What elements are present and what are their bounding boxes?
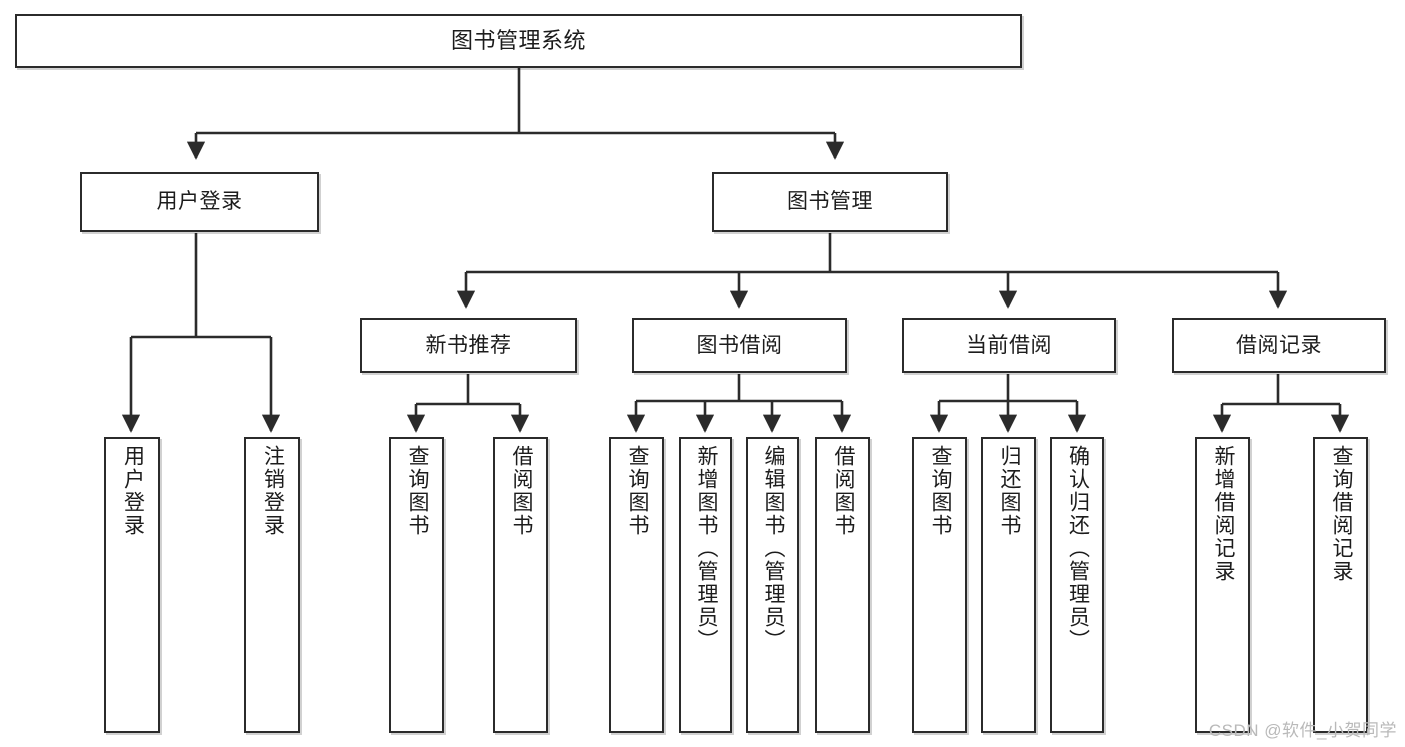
leaf-borrow-record-add[interactable]: 新增借阅记录 <box>1195 437 1250 733</box>
leaf-borrow-record-query[interactable]: 查询借阅记录 <box>1313 437 1368 733</box>
leaf-current-borrow-query[interactable]: 查询图书 <box>912 437 967 733</box>
leaf-book-borrow-query-label: 查询图书 <box>625 445 649 537</box>
leaf-book-borrow-add[interactable]: 新增图书（管理员） <box>679 437 732 733</box>
leaf-book-borrow-edit-label: 编辑图书（管理员） <box>761 445 785 652</box>
leaf-user-login-logout[interactable]: 注销登录 <box>244 437 300 733</box>
node-book-borrow[interactable]: 图书借阅 <box>632 318 847 373</box>
watermark-text: CSDN @软件_小贺同学 <box>1208 721 1397 740</box>
leaf-borrow-record-query-label: 查询借阅记录 <box>1329 445 1353 583</box>
leaf-user-login-logout-label: 注销登录 <box>261 445 285 537</box>
node-current-borrow-label: 当前借阅 <box>966 333 1052 357</box>
node-book-management-label: 图书管理 <box>787 190 873 214</box>
leaf-book-borrow-edit[interactable]: 编辑图书（管理员） <box>746 437 799 733</box>
node-new-book-recommend[interactable]: 新书推荐 <box>360 318 577 373</box>
node-root-label: 图书管理系统 <box>450 27 586 53</box>
node-user-login[interactable]: 用户登录 <box>80 172 319 232</box>
leaf-borrow-record-add-label: 新增借阅记录 <box>1211 445 1235 583</box>
leaf-book-borrow-borrow[interactable]: 借阅图书 <box>815 437 870 733</box>
leaf-user-login-login-label: 用户登录 <box>121 445 145 537</box>
node-book-borrow-label: 图书借阅 <box>696 333 783 357</box>
leaf-book-borrow-query[interactable]: 查询图书 <box>609 437 664 733</box>
node-root-system[interactable]: 图书管理系统 <box>15 14 1022 68</box>
node-book-management[interactable]: 图书管理 <box>712 172 948 232</box>
leaf-new-book-query-label: 查询图书 <box>405 445 429 537</box>
leaf-current-borrow-confirm[interactable]: 确认归还（管理员） <box>1050 437 1104 733</box>
leaf-new-book-query[interactable]: 查询图书 <box>389 437 444 733</box>
node-borrow-record-label: 借阅记录 <box>1236 333 1322 357</box>
leaf-book-borrow-add-label: 新增图书（管理员） <box>694 445 718 652</box>
node-borrow-record[interactable]: 借阅记录 <box>1172 318 1386 373</box>
node-current-borrow[interactable]: 当前借阅 <box>902 318 1116 373</box>
leaf-current-borrow-confirm-label: 确认归还（管理员） <box>1066 445 1090 652</box>
leaf-user-login-login[interactable]: 用户登录 <box>104 437 160 733</box>
leaf-current-borrow-return[interactable]: 归还图书 <box>981 437 1036 733</box>
leaf-current-borrow-return-label: 归还图书 <box>997 445 1021 537</box>
leaf-current-borrow-query-label: 查询图书 <box>928 445 952 537</box>
node-new-book-recommend-label: 新书推荐 <box>425 333 512 357</box>
leaf-new-book-borrow-label: 借阅图书 <box>509 445 533 537</box>
node-user-login-label: 用户登录 <box>156 190 243 214</box>
leaf-new-book-borrow[interactable]: 借阅图书 <box>493 437 548 733</box>
leaf-book-borrow-borrow-label: 借阅图书 <box>831 445 855 537</box>
